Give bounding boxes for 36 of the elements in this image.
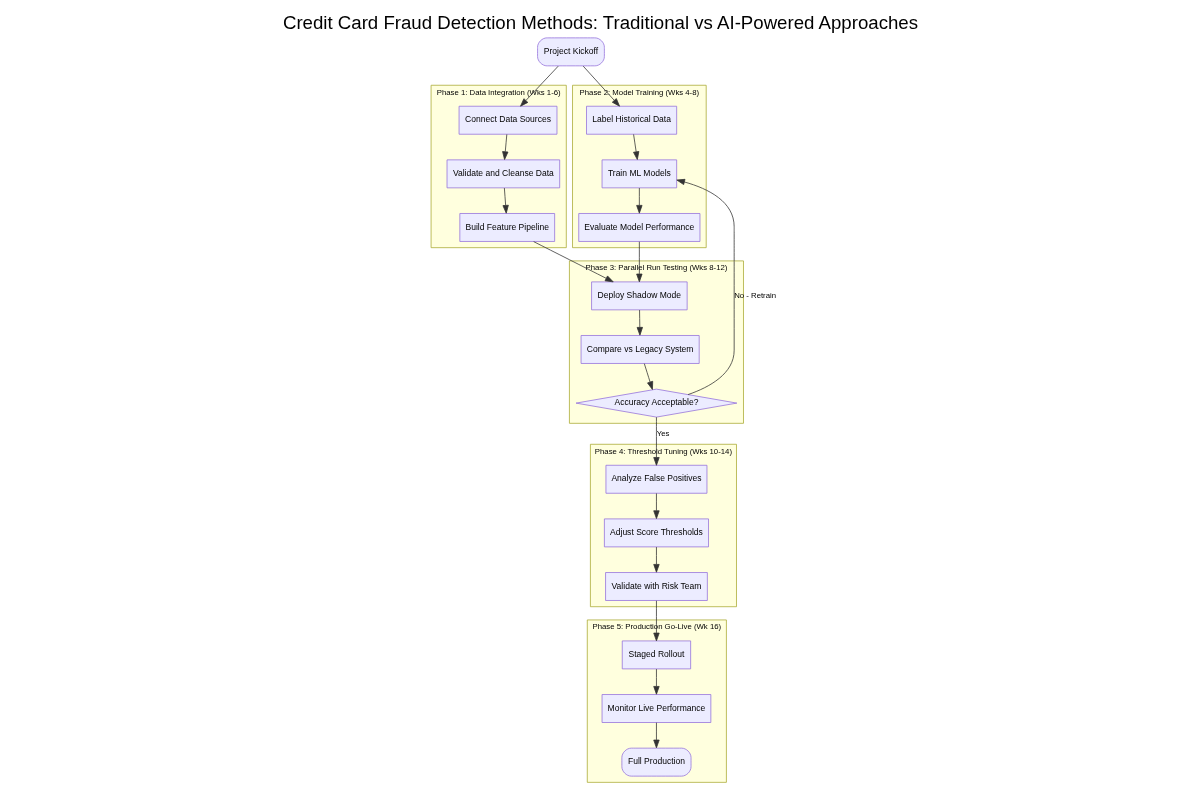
- node-box: Label Historical Data: [585, 105, 677, 135]
- arrow: [635, 187, 642, 214]
- arrow: [501, 134, 508, 160]
- arrow: [652, 600, 660, 642]
- arrow: [652, 546, 660, 573]
- arrow: [532, 241, 614, 283]
- arrow: [652, 493, 660, 519]
- node-box: Validate with Risk Team: [604, 572, 708, 601]
- node-box: Compare vs Legacy System: [580, 335, 700, 364]
- arrow: [582, 65, 620, 107]
- node-box: Build Feature Pipeline: [458, 213, 555, 242]
- arrow: [635, 241, 642, 283]
- node-box: Train ML Models: [601, 159, 677, 189]
- node-diamond: Accuracy Acceptable?: [575, 388, 737, 418]
- arrow: [636, 309, 643, 336]
- edge-label: Yes: [656, 428, 669, 438]
- arrow: [519, 65, 559, 107]
- arrow: [643, 363, 653, 390]
- arrow: [652, 722, 660, 749]
- node-box: Adjust Score Thresholds: [603, 518, 709, 548]
- edge-label: No - Retrain: [733, 290, 776, 300]
- node-box: Evaluate Model Performance: [577, 213, 700, 242]
- arrow: [675, 178, 735, 395]
- node-box: Deploy Shadow Mode: [590, 281, 688, 311]
- arrow: [632, 134, 639, 160]
- node-box: Staged Rollout: [621, 640, 691, 670]
- node-box: Validate and Cleanse Data: [446, 159, 560, 189]
- arrow: [652, 668, 660, 695]
- arrow: [652, 416, 660, 466]
- arrow: [502, 187, 509, 214]
- node-box: Connect Data Sources: [458, 105, 557, 135]
- node-box: Project Kickoff: [536, 37, 605, 67]
- node-box: Monitor Live Performance: [601, 694, 711, 723]
- node-box: Full Production: [621, 747, 691, 777]
- node-box: Analyze False Positives: [605, 464, 707, 494]
- diagram-title: Credit Card Fraud Detection Methods: Traditional vs AI-Powered Approaches: [282, 12, 918, 34]
